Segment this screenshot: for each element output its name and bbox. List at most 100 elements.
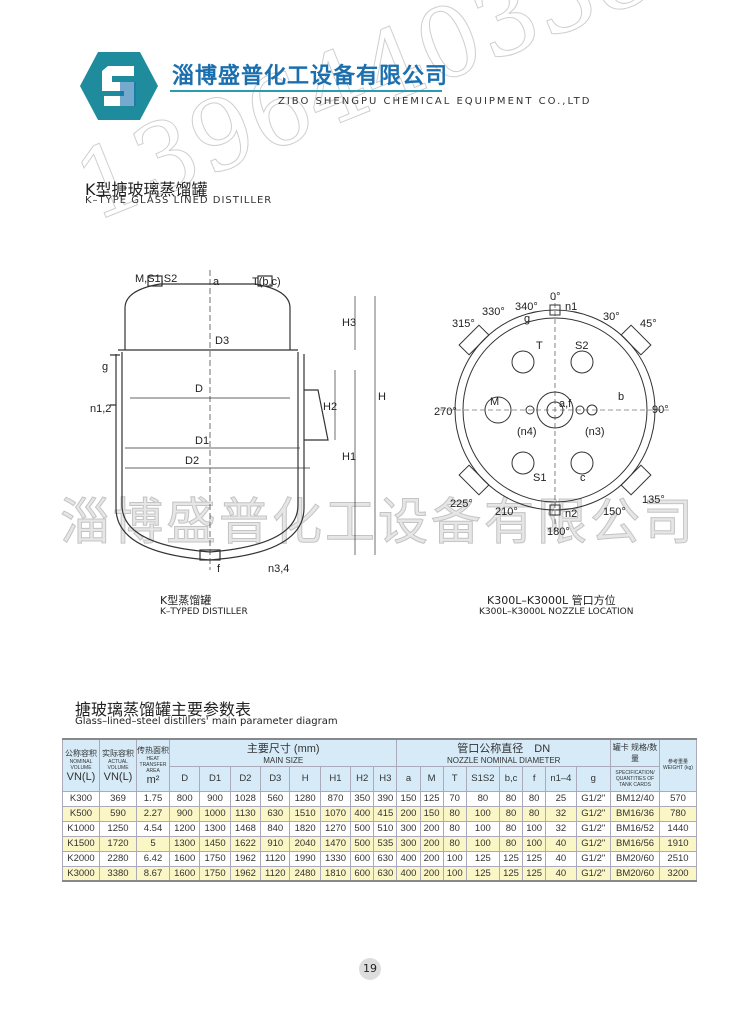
label-b: b [618, 391, 624, 403]
label-g: g [102, 361, 108, 373]
table-cell: 1750 [199, 850, 231, 867]
table-cell: 4.54 [136, 820, 170, 837]
label-c: c [580, 472, 586, 484]
table-cell: BM16/52 [610, 820, 660, 837]
label-h2: H2 [323, 401, 337, 413]
table-cell: 80 [498, 835, 524, 852]
label-n1: n1 [565, 301, 577, 313]
table-cell: 1750 [199, 865, 231, 882]
subheader-cell: b,c [498, 765, 524, 792]
table-cell: 400 [350, 805, 375, 822]
table-cell: 2280 [99, 850, 137, 867]
table-cell: 100 [442, 850, 467, 867]
subheader-cell: a [396, 765, 421, 792]
table-cell: 1280 [289, 790, 321, 807]
label-90deg: 90° [652, 404, 669, 416]
table-cell: 80 [442, 835, 467, 852]
table-cell: G1/2" [575, 835, 612, 852]
table-cell: 40 [545, 835, 577, 852]
label-150deg: 150° [603, 506, 626, 518]
table-cell: G1/2" [575, 805, 612, 822]
table-cell: 80 [442, 820, 467, 837]
table-cell: 510 [373, 820, 398, 837]
subheader-cell: S1S2 [465, 765, 500, 792]
label-d3: D3 [215, 335, 229, 347]
label-d1: D1 [195, 435, 209, 447]
table-subtitle: Glass–lined–steel distillers' main param… [75, 716, 338, 727]
table-cell: 2040 [289, 835, 321, 852]
label-n12: n1,2 [90, 403, 111, 415]
label-d: D [195, 383, 203, 395]
table-cell: 80 [465, 790, 500, 807]
table-cell: 1200 [168, 820, 201, 837]
right-caption-en: K300L–K3000L NOZZLE LOCATION [479, 607, 634, 617]
table-cell: 80 [522, 805, 547, 822]
table-cell: 870 [319, 790, 352, 807]
table-cell: 570 [659, 790, 697, 807]
table-cell: 100 [442, 865, 467, 882]
table-cell: 125 [419, 790, 444, 807]
table-cell: K2000 [62, 850, 100, 867]
table-cell: 32 [545, 805, 577, 822]
table-cell: 1820 [289, 820, 321, 837]
table-cell: 390 [373, 790, 398, 807]
table-cell: 80 [442, 805, 467, 822]
subheader-cell: n1–4 [545, 765, 577, 792]
table-cell: 80 [498, 790, 524, 807]
label-270deg: 270° [434, 406, 457, 418]
table-cell: 32 [545, 820, 577, 837]
table-cell: 125 [498, 865, 524, 882]
table-cell: 25 [545, 790, 577, 807]
table-cell: K1000 [62, 820, 100, 837]
table-cell: 125 [465, 850, 500, 867]
table-cell: 40 [545, 850, 577, 867]
table-cell: 200 [396, 805, 421, 822]
table-cell: 600 [350, 865, 375, 882]
table-cell: 400 [396, 850, 421, 867]
table-cell: 100 [465, 820, 500, 837]
company-watermark: 淄博盛普化工设备有限公司 [60, 493, 696, 552]
table-cell: 125 [498, 850, 524, 867]
table-cell: 70 [442, 790, 467, 807]
table-cell: 200 [419, 820, 444, 837]
label-315deg: 315° [452, 318, 475, 330]
table-cell: 40 [545, 865, 577, 882]
subheader-cell: f [522, 765, 547, 792]
nozzle-location-drawing: 0° n1 340° g 330° 315° 30° 45° T S2 270°… [434, 291, 670, 538]
table-cell: 1450 [199, 835, 231, 852]
label-a: a [213, 276, 220, 288]
label-340deg: 340° [515, 301, 538, 313]
distiller-drawing: M,S1,S2 a T(b,c) H3 H D3 g D n1,2 H2 D1 … [90, 270, 386, 575]
table-cell: 6.42 [136, 850, 170, 867]
label-af: a,f [559, 398, 572, 410]
label-210deg: 210° [495, 506, 518, 518]
table-cell: 500 [350, 835, 375, 852]
table-cell: 80 [522, 790, 547, 807]
subheader-cell: H [289, 765, 321, 792]
table-cell: 1468 [229, 820, 262, 837]
label-135deg: 135° [642, 494, 665, 506]
subheader-cell: T [442, 765, 467, 792]
table-cell: 300 [396, 820, 421, 837]
table-cell: 1810 [319, 865, 352, 882]
right-caption-cn: K300L–K3000L 管口方位 [487, 594, 616, 607]
company-name-en: ZIBO SHENGPU CHEMICAL EQUIPMENT CO.,LTD [278, 96, 592, 107]
table-cell: 1130 [229, 805, 262, 822]
table-cell: 1600 [168, 850, 201, 867]
table-cell: K1500 [62, 835, 100, 852]
product-subtitle: K–TYPE GLASS LINED DISTILLER [85, 195, 273, 206]
table-cell: 1622 [229, 835, 262, 852]
table-cell: 840 [260, 820, 291, 837]
table-cell: 200 [419, 835, 444, 852]
table-cell: 500 [350, 820, 375, 837]
table-cell: BM20/60 [610, 865, 660, 882]
company-name-cn: 淄博盛普化工设备有限公司 [172, 64, 449, 89]
phone-watermark: 13964403382 [59, 0, 725, 244]
table-cell: 1510 [289, 805, 321, 822]
